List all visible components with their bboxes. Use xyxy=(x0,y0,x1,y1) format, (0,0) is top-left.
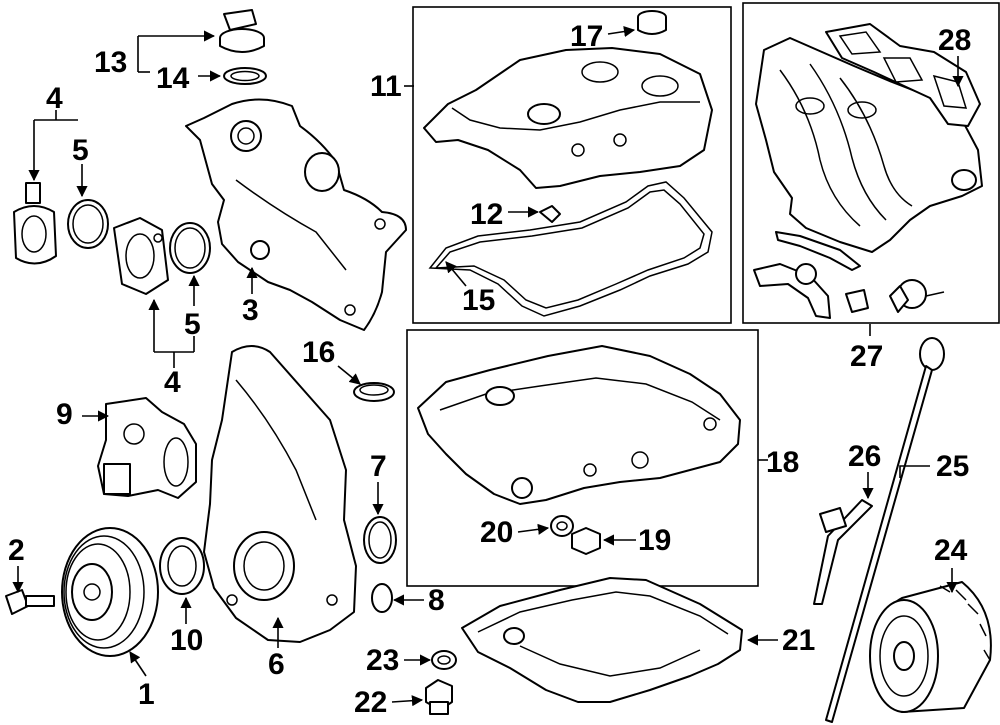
filler-cap-seal xyxy=(223,67,267,85)
callout-4-top: 4 xyxy=(46,82,63,115)
callout-3: 3 xyxy=(242,294,259,327)
valve-cover-cap xyxy=(637,10,667,35)
intake-manifold-gasket xyxy=(825,23,981,127)
manifold-small-parts xyxy=(753,231,945,319)
callout-13: 15 xyxy=(462,284,495,317)
callout-18: 16 xyxy=(302,336,335,369)
seal-ring-18 xyxy=(353,382,395,402)
callout-numbers: 13 14 4 5 5 4 3 9 16 7 8 6 2 1 10 11 17 … xyxy=(8,20,971,719)
intake-manifold xyxy=(755,37,983,253)
callout-21: 21 xyxy=(782,624,815,657)
leader-lines xyxy=(12,30,964,707)
callout-5-lower: 5 xyxy=(184,308,201,341)
group-box-intake-manifold xyxy=(742,2,1000,324)
callout-15: 13 xyxy=(94,46,127,79)
callout-6: 6 xyxy=(268,648,285,681)
drain-plug-19 xyxy=(571,527,601,555)
oil-filter xyxy=(869,581,992,713)
drain-plug-22 xyxy=(425,679,453,715)
timing-cover-lower xyxy=(203,345,357,643)
lower-oil-pan xyxy=(461,577,743,703)
dipstick-tube xyxy=(813,499,873,605)
oil-filler-cap xyxy=(219,9,265,53)
solenoid-seal-upper xyxy=(67,199,109,249)
drain-plug-washer-23 xyxy=(431,650,457,670)
solenoid-seal-lower xyxy=(169,222,211,274)
callout-12: 12 xyxy=(470,198,503,231)
group-box-valve-cover xyxy=(412,6,732,324)
callout-26: 26 xyxy=(848,440,881,473)
callout-23: 23 xyxy=(366,644,399,677)
callout-27: 27 xyxy=(850,340,883,373)
callout-4-lower: 4 xyxy=(164,366,181,399)
callout-9: 9 xyxy=(56,398,73,431)
valve-cover-clip xyxy=(539,205,561,223)
callout-25: 25 xyxy=(936,450,969,483)
callout-28: 28 xyxy=(938,24,971,57)
callout-11: 11 xyxy=(370,70,402,103)
callout-7: 7 xyxy=(370,450,387,483)
callout-22: 22 xyxy=(354,686,387,719)
crankshaft-pulley xyxy=(61,527,159,657)
callout-2: 2 xyxy=(8,534,25,567)
vvt-solenoid-lower xyxy=(113,217,169,295)
callout-5-top: 5 xyxy=(72,134,89,167)
callout-1: 1 xyxy=(138,678,155,711)
oil-pump xyxy=(97,397,197,499)
o-ring-7 xyxy=(363,516,397,564)
valve-cover-gasket xyxy=(428,181,713,317)
callout-14: 17 xyxy=(570,20,603,53)
crankshaft-bolt xyxy=(5,589,55,615)
crankshaft-front-seal xyxy=(159,537,205,595)
vvt-solenoid-upper xyxy=(13,182,57,265)
upper-oil-pan xyxy=(417,345,741,505)
dipstick xyxy=(825,337,945,723)
callout-10: 10 xyxy=(170,624,203,657)
valve-cover xyxy=(423,47,713,189)
timing-cover-upper xyxy=(185,98,407,331)
drain-plug-washer-20 xyxy=(550,515,574,537)
callout-19: 19 xyxy=(638,524,671,557)
callout-17: 18 xyxy=(766,446,799,479)
callout-16: 14 xyxy=(156,62,190,95)
callout-24: 24 xyxy=(934,534,968,567)
callout-20: 20 xyxy=(480,516,513,549)
callout-8: 8 xyxy=(428,584,445,617)
o-ring-8 xyxy=(371,583,393,613)
